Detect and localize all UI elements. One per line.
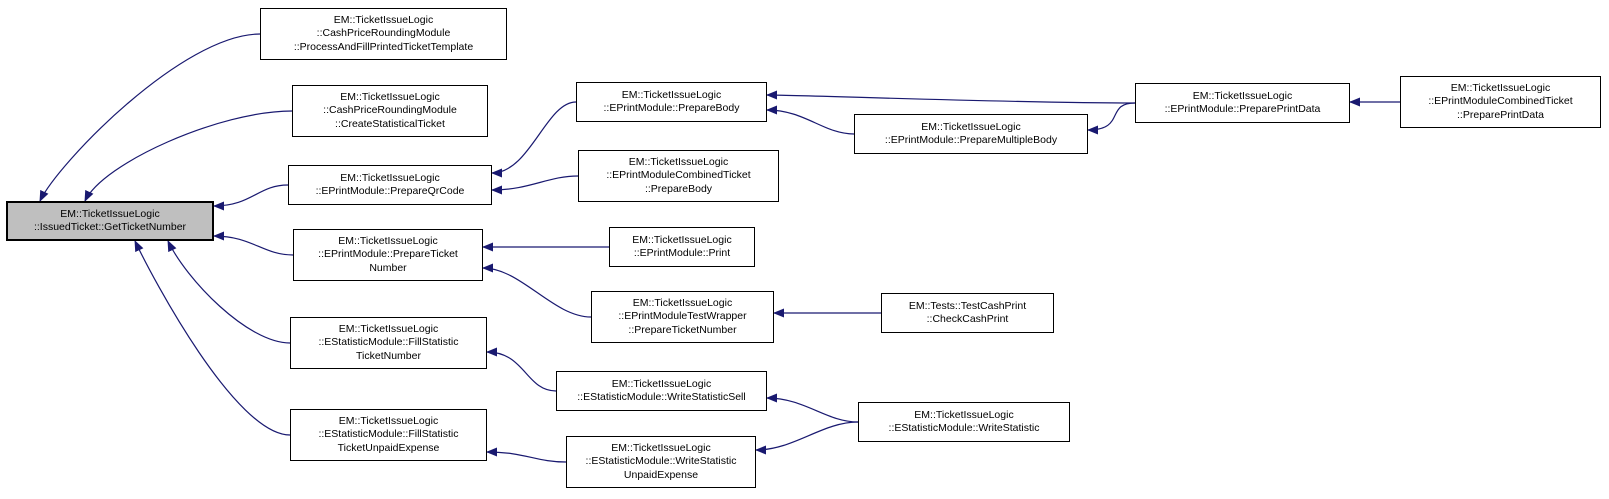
graph-node-label-line: EM::TicketIssueLogic [921, 120, 1021, 133]
graph-node-fill-statistic-ticket-number[interactable]: EM::TicketIssueLogic::EStatisticModule::… [290, 317, 487, 369]
graph-node-prepare-qr-code[interactable]: EM::TicketIssueLogic::EPrintModule::Prep… [288, 165, 492, 205]
edge-prepare-ticket-number-to-get-ticket-number [212, 231, 294, 256]
edge-write-statistic-unpaid-expense-to-fill-statistic-ticket-unpaid-expense [485, 447, 567, 463]
edge-fill-statistic-ticket-number-to-get-ticket-number [167, 239, 291, 344]
edge-prepare-multiple-body-to-eprint-prepare-body [765, 105, 855, 135]
graph-node-label-line: TicketUnpaidExpense [337, 441, 440, 454]
graph-node-label-line: EM::TicketIssueLogic [611, 377, 712, 390]
graph-node-test-wrapper-prepare-ticket-number[interactable]: EM::TicketIssueLogic::EPrintModuleTestWr… [591, 291, 774, 343]
graph-node-fill-statistic-ticket-unpaid-expense[interactable]: EM::TicketIssueLogic::EStatisticModule::… [290, 409, 487, 461]
graph-node-label-line: ::CashPriceRoundingModule [316, 27, 451, 40]
graph-node-label-line: EM::TicketIssueLogic [333, 13, 434, 26]
graph-node-label-line: EM::TicketIssueLogic [340, 171, 440, 184]
graph-node-label-line: EM::TicketIssueLogic [628, 155, 729, 168]
edge-prepare-qr-code-to-get-ticket-number [212, 184, 289, 211]
graph-node-label-line: ::EStatisticModule::WriteStatistic [585, 455, 737, 468]
graph-node-label-line: ::EStatisticModule::WriteStatistic [888, 422, 1040, 434]
graph-node-label-line: ::PrepareTicketNumber [628, 323, 737, 336]
graph-node-label-line: EM::TicketIssueLogic [340, 90, 440, 103]
graph-node-label-line: ::EStatisticModule::WriteStatisticSell [577, 391, 746, 403]
graph-node-label-line: UnpaidExpense [623, 468, 699, 481]
graph-node-prepare-print-data[interactable]: EM::TicketIssueLogic::EPrintModule::Prep… [1135, 83, 1350, 123]
graph-node-get-ticket-number: EM::TicketIssueLogic::IssuedTicket::GetT… [6, 201, 214, 241]
graph-node-label-line: EM::TicketIssueLogic [611, 441, 711, 454]
edge-process-and-fill-printed-ticket-template-to-get-ticket-number [39, 33, 261, 203]
graph-node-label-line: EM::TicketIssueLogic [338, 234, 438, 247]
graph-node-label-line: EM::TicketIssueLogic [632, 296, 733, 309]
graph-node-create-statistical-ticket[interactable]: EM::TicketIssueLogic::CashPriceRoundingM… [292, 85, 488, 137]
edge-eprint-prepare-body-to-prepare-qr-code [490, 101, 577, 178]
graph-node-label-line: ::EPrintModuleCombinedTicket [1428, 95, 1573, 108]
graph-node-label-line: TicketNumber [356, 349, 421, 362]
edge-write-statistic-to-write-statistic-sell [765, 393, 859, 423]
graph-node-label-line: ::EPrintModule::PreparePrintData [1164, 103, 1321, 115]
graph-node-prepare-ticket-number[interactable]: EM::TicketIssueLogic::EPrintModule::Prep… [293, 229, 483, 281]
graph-node-label-line: ::EPrintModule::PrepareTicket [318, 248, 458, 261]
graph-node-label-line: ::CheckCashPrint [926, 313, 1009, 325]
edge-test-wrapper-prepare-ticket-number-to-prepare-ticket-number [481, 263, 592, 318]
graph-node-label-line: ::EStatisticModule::FillStatistic [318, 336, 459, 349]
graph-node-label-line: EM::TicketIssueLogic [338, 322, 439, 335]
graph-node-label-line: EM::TicketIssueLogic [914, 408, 1014, 421]
graph-node-label-line: ::EPrintModule::PrepareBody [603, 102, 740, 114]
graph-node-label-line: EM::TicketIssueLogic [60, 207, 160, 220]
graph-node-label-line: EM::TicketIssueLogic [1192, 89, 1293, 102]
graph-node-label-line: ::EPrintModuleCombinedTicket [606, 169, 751, 182]
graph-node-check-cash-print[interactable]: EM::Tests::TestCashPrint::CheckCashPrint [881, 293, 1054, 333]
graph-node-eprint-print[interactable]: EM::TicketIssueLogic::EPrintModule::Prin… [609, 227, 755, 267]
graph-node-label-line: ::PreparePrintData [1457, 108, 1544, 121]
graph-node-process-and-fill-printed-ticket-template[interactable]: EM::TicketIssueLogic::CashPriceRoundingM… [260, 8, 507, 60]
graph-node-label-line: ::EPrintModule::Print [633, 247, 731, 259]
edge-create-statistical-ticket-to-get-ticket-number [84, 110, 293, 203]
graph-node-eprint-prepare-body[interactable]: EM::TicketIssueLogic::EPrintModule::Prep… [576, 82, 767, 122]
graph-node-label-line: ::EPrintModule::PrepareMultipleBody [884, 134, 1058, 146]
graph-node-label-line: EM::TicketIssueLogic [1450, 81, 1551, 94]
graph-node-label-line: ::PrepareBody [644, 182, 713, 195]
graph-node-label-line: EM::TicketIssueLogic [338, 414, 439, 427]
graph-node-label-line: EM::TicketIssueLogic [621, 88, 722, 101]
graph-node-label-line: ::ProcessAndFillPrintedTicketTemplate [293, 40, 474, 53]
graph-node-combined-ticket-prepare-print-data[interactable]: EM::TicketIssueLogic::EPrintModuleCombin… [1400, 76, 1601, 128]
graph-node-combined-ticket-prepare-body[interactable]: EM::TicketIssueLogic::EPrintModuleCombin… [578, 150, 779, 202]
edge-prepare-print-data-to-prepare-multiple-body [1086, 102, 1136, 135]
graph-node-label-line: ::EStatisticModule::FillStatistic [318, 428, 459, 441]
edge-fill-statistic-ticket-unpaid-expense-to-get-ticket-number [134, 239, 291, 436]
graph-node-label-line: ::CashPriceRoundingModule [323, 104, 457, 117]
edge-prepare-print-data-to-eprint-prepare-body [765, 90, 1136, 104]
graph-node-label-line: ::CreateStatisticalTicket [335, 117, 445, 130]
graph-node-write-statistic-sell[interactable]: EM::TicketIssueLogic::EStatisticModule::… [556, 371, 767, 411]
graph-node-label-line: EM::Tests::TestCashPrint [908, 299, 1027, 312]
graph-node-prepare-multiple-body[interactable]: EM::TicketIssueLogic::EPrintModule::Prep… [854, 114, 1088, 154]
edge-combined-ticket-prepare-body-to-prepare-qr-code [490, 175, 579, 195]
graph-node-label-line: ::IssuedTicket::GetTicketNumber [33, 221, 187, 233]
edge-write-statistic-to-write-statistic-unpaid-expense [754, 421, 859, 455]
graph-node-write-statistic-unpaid-expense[interactable]: EM::TicketIssueLogic::EStatisticModule::… [566, 436, 756, 488]
graph-node-label-line: Number [369, 261, 407, 274]
graph-node-label-line: ::EPrintModuleTestWrapper [618, 310, 747, 323]
graph-node-label-line: ::EPrintModule::PrepareQrCode [315, 185, 465, 197]
graph-node-label-line: EM::TicketIssueLogic [632, 233, 732, 246]
edge-write-statistic-sell-to-fill-statistic-ticket-number [485, 347, 557, 392]
graph-node-write-statistic[interactable]: EM::TicketIssueLogic::EStatisticModule::… [858, 402, 1070, 442]
